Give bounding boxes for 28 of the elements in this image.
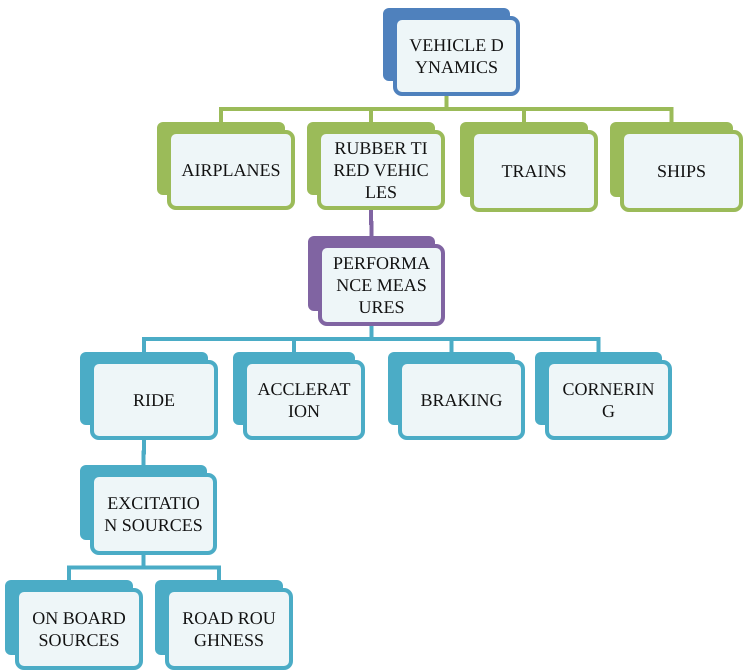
category-box [610,122,743,212]
category-box [80,352,218,440]
box-label: ACCLERATION [257,378,351,422]
category-box [383,8,520,96]
category-box [308,236,445,326]
box-label: SHIPS [656,160,706,182]
connector-line [142,440,146,465]
box-label: AIRPLANES [181,159,280,181]
category-box [233,352,365,440]
box-label: ON BOARD SOURCES [31,607,127,651]
box-label: RUBBER TIRED VEHICLES [332,137,430,203]
category-box [535,352,672,440]
category-box [155,580,293,670]
category-box [157,122,295,210]
category-box [460,122,598,212]
category-box [388,352,525,440]
connector-line [369,210,374,236]
category-box [5,580,143,670]
box-label: PERFORMANCE MEASURES [332,252,431,318]
box-label: VEHICLE DYNAMICS [408,34,505,78]
box-label: RIDE [133,389,175,411]
box-label: BRAKING [420,389,502,411]
box-label: TRAINS [501,160,566,182]
box-label: EXCITATION SOURCES [104,492,203,536]
category-box [307,122,445,210]
category-box [80,465,217,555]
box-label: CORNERING [561,378,656,422]
box-label: ROAD ROUGHNESS [181,607,277,651]
